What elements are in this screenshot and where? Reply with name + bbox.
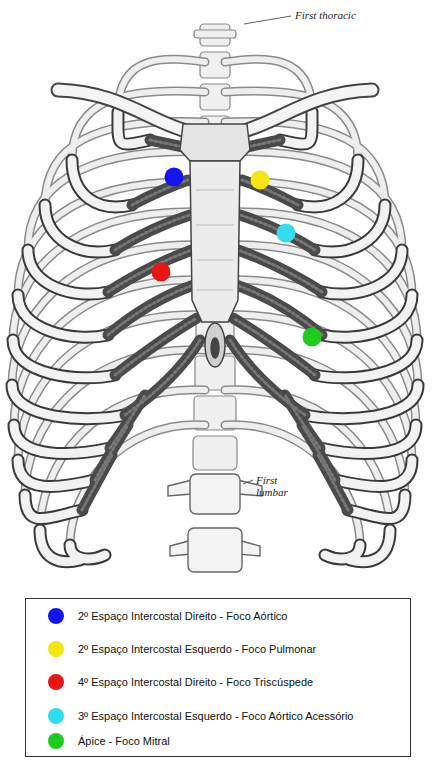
auscultation-point <box>303 328 322 347</box>
anatomy-label: First lumbar <box>256 474 296 498</box>
legend-row: Ápice - Foco Mitral <box>48 732 170 750</box>
legend-text: 4º Espaço Intercostal Direito - Foco Tri… <box>78 676 313 688</box>
legend-row: 2º Espaço Intercostal Direito - Foco Aór… <box>48 607 287 625</box>
rib-cage-illustration <box>0 0 443 598</box>
legend-text: Ápice - Foco Mitral <box>78 735 170 747</box>
legend-swatch <box>48 641 64 657</box>
legend-box: 2º Espaço Intercostal Direito - Foco Aór… <box>25 598 411 757</box>
auscultation-point <box>277 224 296 243</box>
legend-swatch <box>48 708 64 724</box>
legend-text: 2º Espaço Intercostal Direito - Foco Aór… <box>78 610 287 622</box>
legend-row: 4º Espaço Intercostal Direito - Foco Tri… <box>48 673 313 691</box>
legend-swatch <box>48 608 64 624</box>
auscultation-point <box>165 168 184 187</box>
legend-text: 2º Espaço Intercostal Esquerdo - Foco Pu… <box>78 643 316 655</box>
auscultation-point <box>152 263 171 282</box>
legend-text: 3º Espaço Intercostal Esquerdo - Foco Aó… <box>78 710 354 722</box>
legend-row: 3º Espaço Intercostal Esquerdo - Foco Aó… <box>48 707 354 725</box>
auscultation-points <box>0 0 443 598</box>
anatomy-label: First thoracic <box>295 9 356 21</box>
legend-swatch <box>48 733 64 749</box>
legend-swatch <box>48 674 64 690</box>
legend-row: 2º Espaço Intercostal Esquerdo - Foco Pu… <box>48 640 316 658</box>
auscultation-point <box>251 171 270 190</box>
